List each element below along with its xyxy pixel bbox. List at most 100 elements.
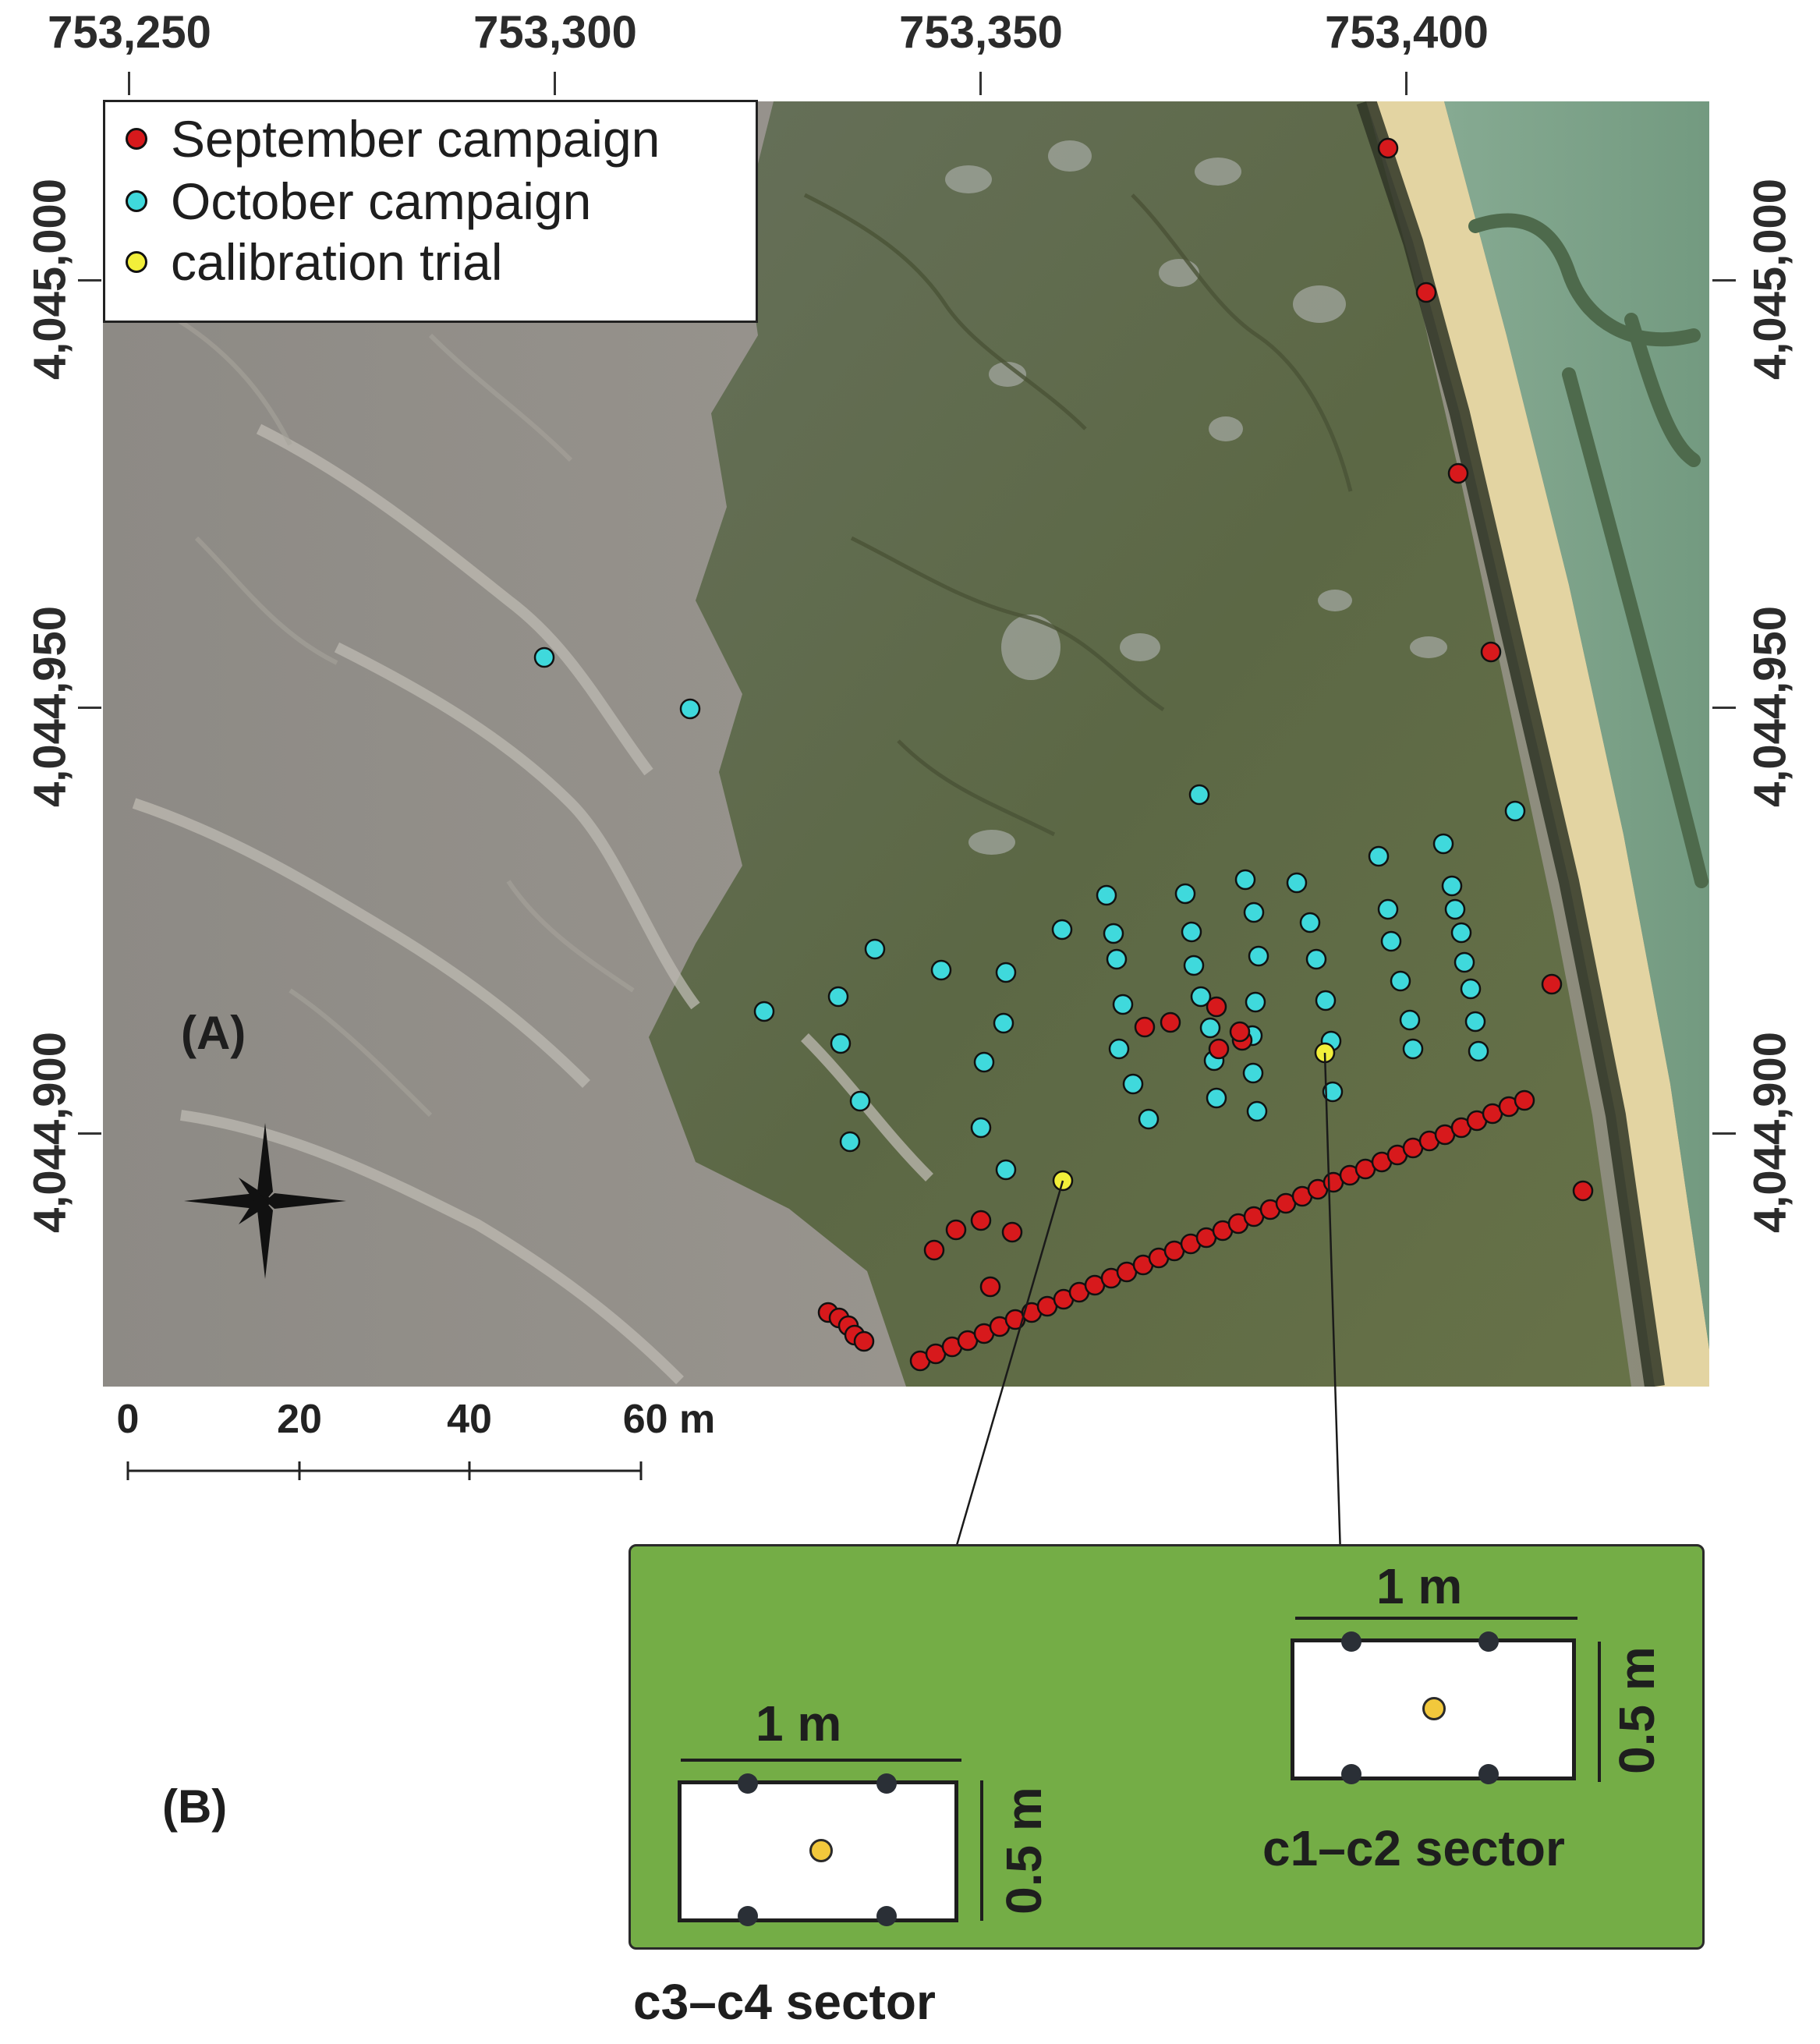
ridges-in-water [1468,213,1708,888]
september-point [1572,1180,1594,1202]
october-point [1432,833,1454,855]
october-point [830,1033,852,1054]
c3c4-height-label: 0.5 m [996,1787,1052,1915]
october-point [1468,1040,1489,1062]
scale-label: 40 [447,1397,492,1442]
legend-item-calibration: calibration trial [126,232,503,292]
september-point [853,1330,875,1352]
september-point [945,1219,967,1241]
october-point [1390,970,1411,992]
north-arrow-icon [184,1123,346,1279]
c1c2-height-label: 0.5 m [1609,1646,1665,1774]
c1c2-height-line [1598,1642,1601,1782]
easting-label: 753,350 [899,7,1063,58]
panel-b-label: (B) [162,1780,228,1833]
october-point [1096,884,1117,906]
october-point [1286,872,1308,894]
october-point [1183,955,1205,976]
october-point [1248,945,1269,967]
scale-label: 20 [277,1397,322,1442]
october-point [849,1090,871,1112]
easting-tick [979,72,982,95]
sensor-dot [876,1773,897,1794]
legend-label: calibration trial [171,233,503,291]
c1c2-width-line [1295,1617,1577,1620]
october-point [1444,898,1466,920]
september-point [1229,1021,1251,1043]
sensor-dot [1478,1631,1499,1652]
september-point [1447,462,1469,484]
october-point [1450,922,1472,944]
october-point [1206,1087,1227,1109]
map-legend: September campaign October campaign cali… [103,100,758,323]
september-point [1206,996,1227,1018]
october-point [995,1159,1017,1181]
october-point [1181,921,1202,943]
september-point [1377,137,1399,159]
october-point [533,646,555,668]
october-point [1103,923,1124,944]
sensor-dot [738,1773,758,1794]
marsh-ponds [945,140,1447,855]
c3c4-height-line [980,1780,983,1921]
sensor-dot [1478,1764,1499,1784]
october-point [1441,875,1463,897]
october-point [1243,902,1265,923]
c3c4-plot [678,1773,958,1926]
october-point [1242,1062,1264,1084]
sensor-dot [876,1906,897,1926]
scale-label: 60 m [622,1397,716,1442]
october-point [1174,883,1196,905]
c1c2-sector-label: c1–c2 sector [1262,1820,1565,1876]
october-point [1380,930,1402,952]
easting-label: 753,300 [473,7,637,58]
scale-label: 0 [116,1397,140,1442]
october-point [827,986,849,1008]
september-point [1001,1221,1023,1243]
october-point [1246,1100,1268,1122]
october-point [1051,919,1073,941]
sector-detail-panel: 1 m 0.5 m 1 m 0.5 m c1–c2 sector [629,1544,1705,1950]
october-point [1190,986,1212,1008]
september-campaign-points [817,137,1594,1372]
scale-line [126,1461,643,1480]
october-point [1305,948,1327,970]
october-point [1138,1108,1160,1130]
red-dot-icon [126,128,147,150]
easting-tick [1405,72,1407,95]
yellow-dot-icon [126,251,147,273]
legend-label: October campaign [171,172,592,230]
october-point [1402,1038,1424,1060]
october-point [1299,912,1321,933]
saltmarsh-area [649,101,1631,1387]
october-point [970,1117,992,1139]
october-point [930,959,952,981]
october-point [1188,784,1210,806]
c3c4-sector-label: c3–c4 sector [633,1974,936,2030]
october-point [1464,1011,1486,1033]
september-point [979,1276,1001,1298]
october-point [1199,1017,1221,1039]
sensor-dot [738,1906,758,1926]
october-point [1399,1009,1421,1031]
calibration-dot [809,1839,833,1862]
october-point [1377,898,1399,920]
october-point [1504,800,1526,822]
september-point [1160,1011,1181,1033]
october-point [1112,994,1134,1015]
water-body [1444,101,1709,1349]
october-point [679,698,701,720]
september-point [1415,282,1437,303]
arrow-to-c1c2 [1323,1052,1343,1581]
october-point [839,1131,861,1153]
october-point [1454,951,1475,973]
september-point [970,1210,992,1231]
october-point [1245,991,1266,1013]
northing-tick [78,279,101,282]
cyan-dot-icon [126,190,147,212]
september-point [1541,973,1563,995]
northing-tick [1712,1132,1736,1135]
october-point [1368,845,1390,867]
october-point [753,1001,775,1022]
